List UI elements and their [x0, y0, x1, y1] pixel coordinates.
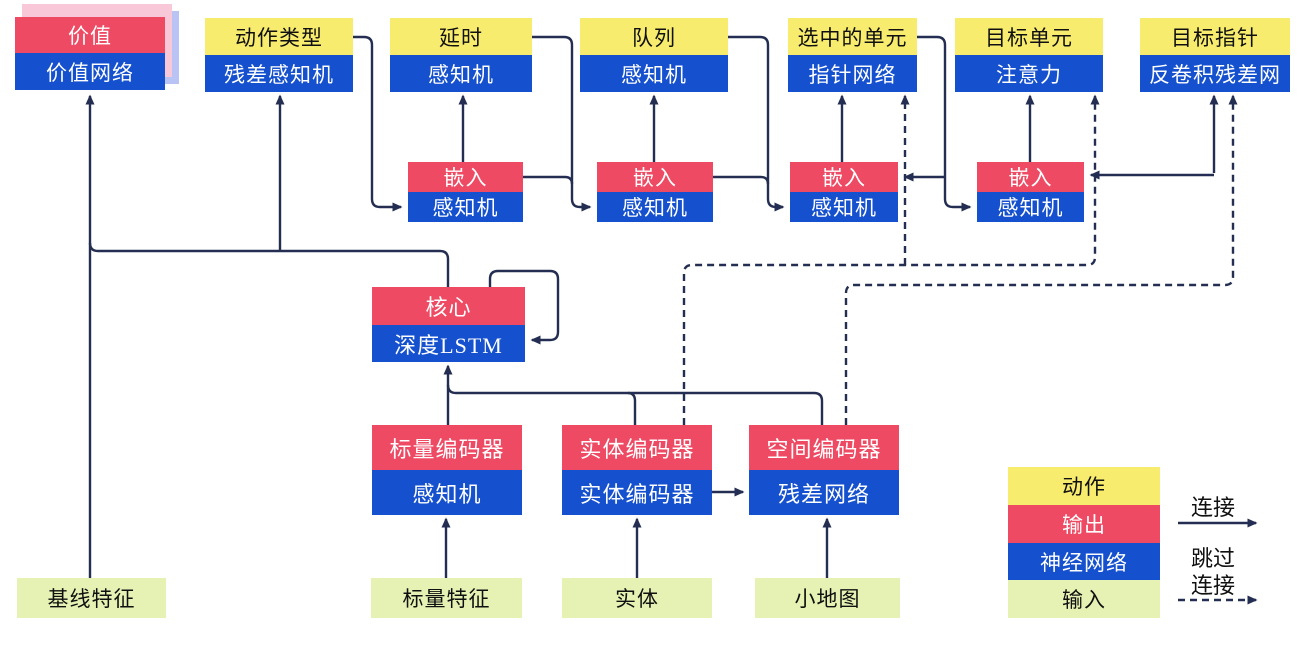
wire-core-output-bus [88, 242, 450, 287]
scalar-encoder-network-label: 感知机 [372, 470, 522, 515]
legend-skip-label-line1: 跳过 [1190, 546, 1235, 571]
wire-queue-to-embedding3 [728, 35, 785, 212]
legend-color-key: 动作 输出 神经网络 输入 [1008, 467, 1160, 618]
target-unit-label: 目标单元 [955, 18, 1103, 55]
core-label: 核心 [372, 287, 525, 325]
value-node: 价值 价值网络 [0, 0, 185, 95]
spatial-encoder-node: 空间编码器 残差网络 [749, 425, 899, 515]
scalar-encoder-node: 标量编码器 感知机 [372, 425, 522, 515]
target-unit-network-label: 注意力 [955, 55, 1103, 92]
scalar-features-label: 标量特征 [371, 578, 522, 618]
delay-network-label: 感知机 [390, 55, 532, 92]
wire-encoder-merge-bus [446, 384, 824, 425]
baseline-features-input: 基线特征 [17, 578, 166, 618]
skip-entity-bus [682, 94, 1100, 425]
action-type-node: 动作类型 残差感知机 [205, 18, 353, 92]
embedding1-node: 嵌入 感知机 [408, 162, 523, 222]
wire-entity-encoder-riser [627, 391, 637, 425]
embedding4-node: 嵌入 感知机 [977, 162, 1084, 222]
scalar-features-input: 标量特征 [371, 578, 522, 618]
spatial-encoder-label: 空间编码器 [749, 425, 899, 470]
embedding1-label: 嵌入 [408, 162, 523, 192]
embedding2-node: 嵌入 感知机 [597, 162, 713, 222]
legend-input-label: 输入 [1008, 580, 1160, 618]
embedding2-network-label: 感知机 [597, 192, 713, 222]
legend-action-label: 动作 [1008, 467, 1160, 505]
embedding4-label: 嵌入 [977, 162, 1084, 192]
legend-output-label: 输出 [1008, 505, 1160, 543]
entity-encoder-label: 实体编码器 [562, 425, 712, 470]
target-pointer-label: 目标指针 [1140, 18, 1290, 55]
entities-input: 实体 [562, 578, 712, 618]
delay-node: 延时 感知机 [390, 18, 532, 92]
selected-units-node: 选中的单元 指针网络 [788, 18, 917, 92]
embedding3-node: 嵌入 感知机 [790, 162, 898, 222]
legend-neural-network-label: 神经网络 [1008, 543, 1160, 580]
queue-label: 队列 [580, 18, 728, 55]
embedding3-network-label: 感知机 [790, 192, 898, 222]
queue-network-label: 感知机 [580, 55, 728, 92]
embedding2-label: 嵌入 [597, 162, 713, 192]
entity-encoder-network-label: 实体编码器 [562, 470, 712, 515]
selected-units-label: 选中的单元 [788, 18, 917, 55]
legend-connection-label: 连接 [1190, 495, 1235, 520]
wire-embedding2-chain [713, 175, 770, 185]
spatial-encoder-network-label: 残差网络 [749, 470, 899, 515]
selected-units-network-label: 指针网络 [788, 55, 917, 92]
value-output-label: 价值 [15, 17, 165, 53]
legend-skip-label-line2: 连接 [1190, 573, 1235, 598]
entity-encoder-node: 实体编码器 实体编码器 [562, 425, 712, 515]
action-type-network-label: 残差感知机 [205, 55, 353, 92]
scalar-encoder-label: 标量编码器 [372, 425, 522, 470]
entities-label: 实体 [562, 578, 712, 618]
wire-embedding1-chain [523, 175, 574, 185]
target-pointer-network-label: 反卷积残差网 [1140, 55, 1290, 92]
minimap-label: 小地图 [755, 578, 900, 618]
queue-node: 队列 感知机 [580, 18, 728, 92]
value-card: 价值 价值网络 [15, 17, 165, 90]
embedding3-label: 嵌入 [790, 162, 898, 192]
target-pointer-node: 目标指针 反卷积残差网 [1140, 18, 1290, 92]
value-network-label: 价值网络 [15, 53, 165, 90]
minimap-input: 小地图 [755, 578, 900, 618]
embedding1-network-label: 感知机 [408, 192, 523, 222]
skip-spatial-to-target-pointer [844, 94, 1238, 425]
target-unit-node: 目标单元 注意力 [955, 18, 1103, 92]
delay-label: 延时 [390, 18, 532, 55]
core-network-label: 深度LSTM [372, 325, 525, 362]
action-type-label: 动作类型 [205, 18, 353, 55]
embedding4-network-label: 感知机 [977, 192, 1084, 222]
baseline-features-label: 基线特征 [17, 578, 166, 618]
core-node: 核心 深度LSTM [372, 287, 525, 362]
